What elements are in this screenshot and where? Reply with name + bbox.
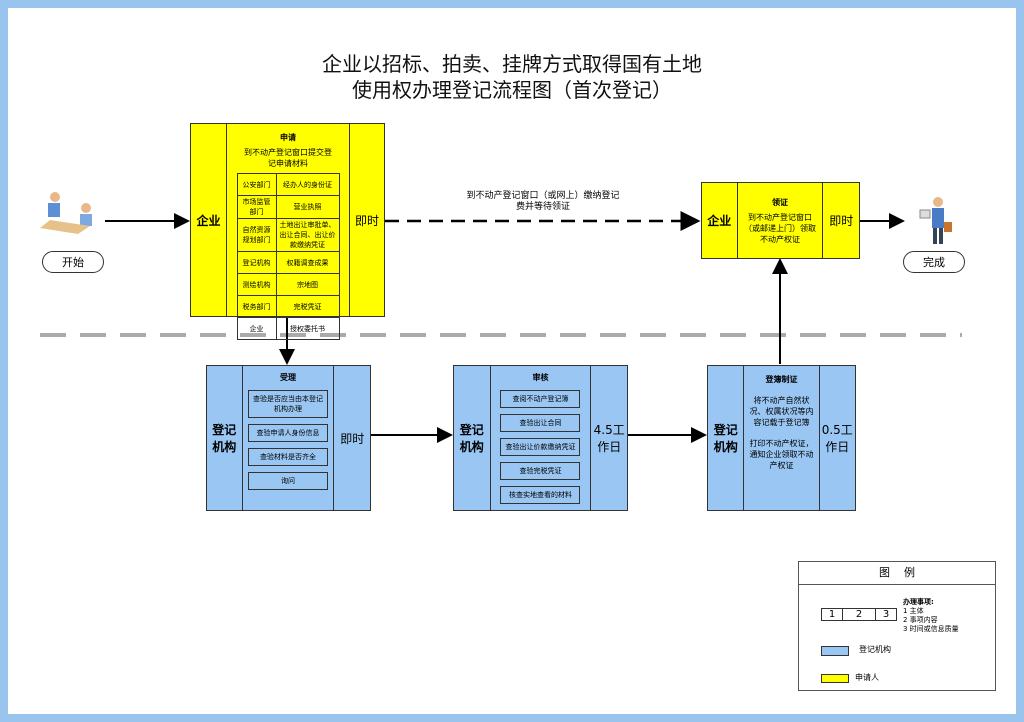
accept-item: 询问 [248, 472, 329, 490]
review-item: 查验出让合同 [500, 414, 581, 432]
material-source: 登记机构 [236, 251, 277, 274]
legend: 图 例 1 2 3 办理事项: 1 主体 2 事项内容 3 时间或信息质量 登记… [798, 561, 996, 691]
accept-step: 登记机构 受理 查验是否应当由本登记机构办理查验申请人身份信息查验材料是否齐全询… [206, 365, 371, 511]
person-with-briefcase-icon [919, 197, 952, 244]
accept-item: 查验是否应当由本登记机构办理 [248, 390, 329, 418]
material-row: 自然资源规划部门土地出让审批单、出让合同、出让价款缴纳凭证 [236, 218, 340, 252]
review-time: 4.5工作日 [593, 423, 625, 454]
pickup-step: 企业 领证 到不动产登记窗口（或邮递上门）领取不动产权证 即时 [701, 182, 860, 259]
apply-desc: 到不动产登记窗口提交登记申请材料 [244, 148, 332, 168]
legend-notes-title: 办理事项: [903, 598, 934, 606]
record-heading: 登簿制证 [765, 375, 798, 384]
apply-time: 即时 [354, 213, 379, 228]
pickup-heading: 领证 [772, 197, 788, 207]
legend-registry-label: 登记机构 [859, 645, 891, 654]
material-name: 经办人的身份证 [275, 173, 340, 196]
material-row: 测绘机构宗地图 [236, 273, 340, 296]
material-source: 企业 [236, 317, 277, 340]
legend-cell-3: 3 [882, 609, 890, 620]
record-subject: 登记机构 [708, 366, 745, 510]
review-item: 查阅不动产登记簿 [500, 390, 581, 408]
accept-item: 查验申请人身份信息 [248, 424, 329, 442]
material-name: 完税凭证 [275, 295, 340, 318]
review-subject: 登记机构 [454, 366, 491, 510]
material-source: 市场监管部门 [236, 195, 277, 219]
legend-note: 2 事项内容 [903, 616, 938, 624]
material-source: 测绘机构 [236, 273, 277, 296]
legend-title: 图 例 [799, 562, 995, 585]
record-desc1: 将不动产自然状况、权属状况等内容记载于登记簿 [749, 396, 814, 427]
legend-applicant-label: 申请人 [855, 673, 879, 682]
review-item: 查验完税凭证 [500, 462, 581, 480]
legend-notes: 办理事项: 1 主体 2 事项内容 3 时间或信息质量 [903, 598, 959, 634]
title-line1: 企业以招标、拍卖、挂牌方式取得国有土地 [322, 52, 702, 76]
apply-materials-table: 公安部门经办人的身份证市场监管部门营业执照自然资源规划部门土地出让审批单、出让合… [236, 173, 340, 340]
review-item: 核查实地查看的材料 [500, 486, 581, 504]
material-row: 市场监管部门营业执照 [236, 195, 340, 219]
legend-swatch-applicant [821, 674, 849, 683]
record-desc2: 打印不动产权证，通知企业领取不动产权证 [749, 439, 814, 470]
accept-heading: 受理 [280, 373, 297, 382]
material-name: 权籍调查成果 [275, 251, 340, 274]
material-row: 登记机构权籍调查成果 [236, 251, 340, 274]
start-label: 开始 [62, 256, 84, 269]
legend-swatch-registry [821, 646, 849, 656]
finish-node: 完成 [903, 251, 965, 273]
accept-subject: 登记机构 [207, 366, 243, 510]
legend-note: 1 主体 [903, 607, 924, 615]
pickup-desc: 到不动产登记窗口（或邮递上门）领取不动产权证 [744, 212, 816, 244]
material-name: 宗地图 [275, 273, 340, 296]
material-source: 公安部门 [236, 173, 277, 196]
material-name: 土地出让审批单、出让合同、出让价款缴纳凭证 [275, 218, 340, 252]
apply-subject: 企业 [191, 124, 227, 316]
legend-cell-1: 1 [822, 609, 843, 620]
review-step: 登记机构 审核 查阅不动产登记簿查验出让合同查验出让价款缴纳凭证查验完税凭证核查… [453, 365, 628, 511]
material-source: 自然资源规划部门 [236, 218, 277, 252]
legend-columns: 1 2 3 [821, 608, 897, 621]
legend-note: 3 时间或信息质量 [903, 625, 959, 633]
review-item: 查验出让价款缴纳凭证 [500, 438, 581, 456]
pickup-subject: 企业 [702, 183, 738, 258]
material-name: 营业执照 [275, 195, 340, 219]
finish-label: 完成 [923, 256, 945, 269]
material-row: 公安部门经办人的身份证 [236, 173, 340, 196]
accept-item: 查验材料是否齐全 [248, 448, 329, 466]
legend-cell-2: 2 [843, 609, 876, 620]
record-time: 0.5工作日 [821, 423, 853, 454]
person-at-desk-icon [40, 192, 92, 234]
material-source: 税务部门 [236, 295, 277, 318]
material-name: 授权委托书 [275, 317, 340, 340]
material-row: 税务部门完税凭证 [236, 295, 340, 318]
title-line2: 使用权办理登记流程图（首次登记） [352, 78, 672, 102]
wait-label: 到不动产登记窗口（或网上）缴纳登记费并等待领证 [466, 191, 620, 212]
apply-heading: 申请 [280, 133, 296, 142]
record-step: 登记机构 登簿制证 将不动产自然状况、权属状况等内容记载于登记簿 打印不动产权证… [707, 365, 856, 511]
start-node: 开始 [42, 251, 104, 273]
accept-time: 即时 [340, 431, 365, 446]
review-heading: 审核 [532, 373, 549, 382]
apply-step: 企业 申请 到不动产登记窗口提交登记申请材料 公安部门经办人的身份证市场监管部门… [190, 123, 385, 340]
material-row: 企业授权委托书 [236, 317, 340, 340]
pickup-time: 即时 [829, 214, 854, 228]
